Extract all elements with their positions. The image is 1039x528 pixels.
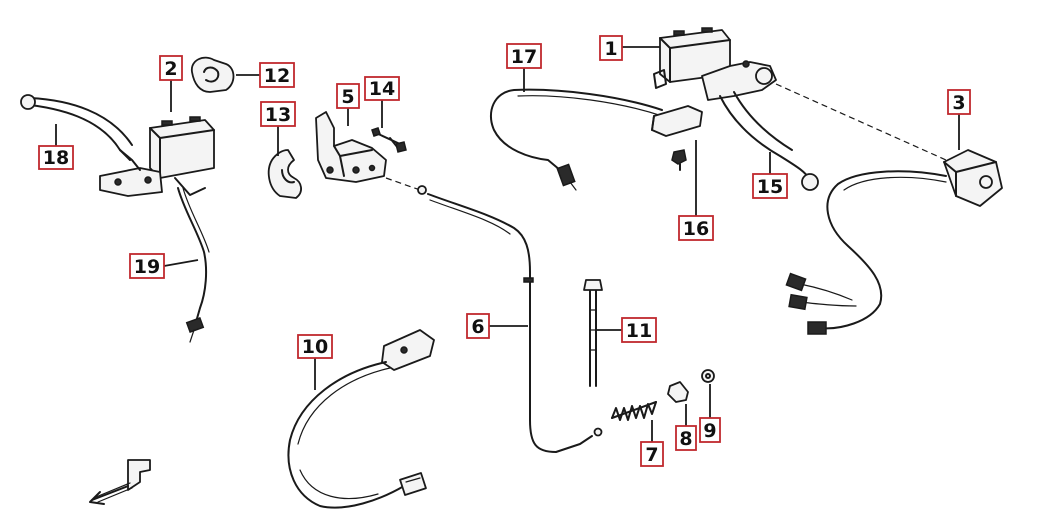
callout-7: 7: [640, 441, 664, 467]
svg-text:17: 17: [511, 46, 537, 68]
front-direction-arrow-icon: [89, 459, 151, 505]
svg-text:12: 12: [264, 65, 290, 87]
callouts: 1 2 3 5 6 7 8 9: [38, 35, 971, 467]
svg-text:5: 5: [341, 86, 354, 108]
callout-9: 9: [699, 417, 721, 443]
callout-17: 17: [506, 43, 542, 69]
rod-11: [583, 279, 603, 387]
svg-text:3: 3: [952, 92, 965, 114]
left-master-cylinder-assembly: [20, 94, 215, 343]
callout-14: 14: [364, 76, 400, 101]
svg-text:2: 2: [164, 58, 177, 80]
svg-text:7: 7: [645, 444, 658, 466]
washer-9: [701, 369, 715, 383]
callout-18: 18: [38, 145, 74, 170]
svg-text:8: 8: [679, 428, 692, 450]
svg-text:10: 10: [302, 336, 328, 358]
callout-2: 2: [159, 55, 183, 81]
spring-7: [611, 401, 657, 421]
svg-text:18: 18: [43, 147, 69, 169]
callout-12: 12: [259, 62, 295, 88]
clamp-12: [191, 56, 235, 93]
handlebar-switch-3: [785, 149, 1003, 335]
callout-11: 11: [621, 317, 657, 343]
callout-13: 13: [260, 101, 296, 127]
callout-3: 3: [947, 89, 971, 115]
svg-text:13: 13: [265, 104, 291, 126]
switch-wire-10: [287, 329, 435, 509]
svg-text:16: 16: [683, 218, 709, 240]
svg-text:19: 19: [134, 256, 160, 278]
right-master-cylinder-assembly: [653, 27, 819, 191]
callout-5: 5: [336, 83, 360, 109]
callout-16: 16: [678, 215, 714, 241]
sensor-bracket-16: [651, 105, 703, 171]
clamp-13: [267, 149, 302, 199]
svg-text:14: 14: [369, 78, 395, 100]
screws-14: [371, 127, 407, 153]
svg-text:6: 6: [471, 316, 484, 338]
callout-10: 10: [297, 334, 333, 359]
callout-19: 19: [129, 253, 165, 279]
callout-8: 8: [675, 425, 697, 451]
sensor-wire-17: [489, 88, 663, 191]
callout-6: 6: [466, 313, 490, 339]
callout-1: 1: [599, 35, 623, 61]
svg-text:9: 9: [703, 420, 716, 442]
callout-15: 15: [752, 173, 788, 199]
svg-text:15: 15: [757, 176, 783, 198]
svg-text:1: 1: [604, 38, 617, 60]
lever-bracket-5: [315, 111, 387, 183]
brake-cable-6: [417, 185, 603, 453]
leader-lines: [55, 46, 960, 442]
svg-text:11: 11: [626, 320, 652, 342]
nut-8: [667, 381, 689, 403]
